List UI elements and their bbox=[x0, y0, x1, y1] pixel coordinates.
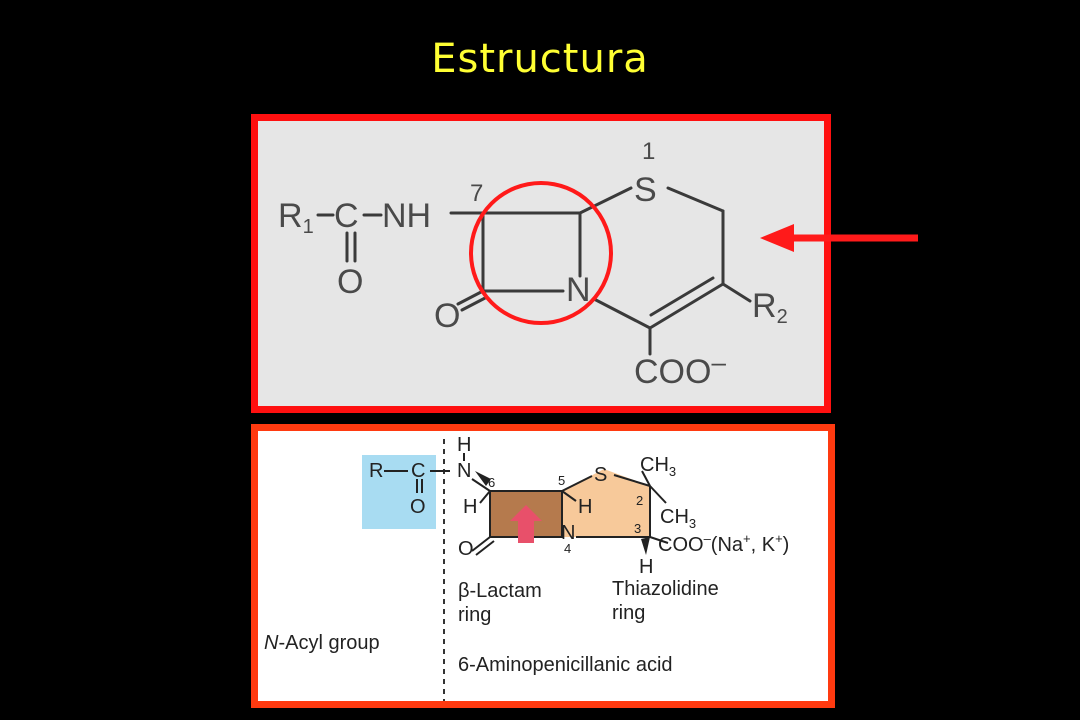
bond-c3-coo bbox=[649, 536, 669, 544]
bond-lactam-co-1 bbox=[471, 536, 491, 552]
penicillin-structure-diagram: R C N H O 6 5 4 3 2 S CH3 CH3 H H N O CO… bbox=[264, 434, 789, 701]
bond-lactam-co-2 bbox=[475, 540, 495, 556]
bond-c3-r2 bbox=[721, 282, 752, 303]
position-7-label: 7 bbox=[470, 180, 483, 207]
bond-c3-c4 bbox=[648, 282, 725, 330]
pointer-arrow bbox=[760, 224, 918, 252]
acyl-c-label: C bbox=[411, 460, 425, 482]
bond-c5-h bbox=[561, 490, 577, 502]
bond-s-c2 bbox=[613, 474, 651, 487]
position-2-label: 2 bbox=[636, 493, 643, 508]
beta-lactam-highlight-circle bbox=[469, 181, 613, 325]
methyl-b-label: CH3 bbox=[660, 506, 696, 531]
thiazolidine-label-line2: ring bbox=[612, 602, 645, 624]
c5-h-label: H bbox=[578, 496, 592, 518]
page-title: Estructura bbox=[431, 36, 649, 82]
bond-c6-h bbox=[479, 490, 491, 504]
arrow-head bbox=[760, 224, 794, 252]
lactam-oxygen-label: O bbox=[434, 297, 460, 335]
lactam-ring-arrow bbox=[510, 505, 542, 543]
methyl-a-label: CH3 bbox=[640, 454, 676, 479]
carbonyl-o-label: O bbox=[337, 263, 363, 301]
thiazolidine-label-line1: Thiazolidine bbox=[612, 578, 719, 600]
bond-c2-ch3a bbox=[641, 470, 651, 487]
carboxylate-salt-label: COO–(Na+, K+) bbox=[658, 531, 789, 556]
bond-c4-n bbox=[592, 297, 652, 330]
bond-c6-s bbox=[578, 186, 633, 215]
penicillin-structure-panel: R C N H O 6 5 4 3 2 S CH3 CH3 H H N O CO… bbox=[251, 424, 835, 708]
stereo-wedge-c6 bbox=[475, 471, 491, 486]
thiazolidine-ring-fill bbox=[562, 469, 650, 537]
position-4-label: 4 bbox=[564, 541, 571, 556]
cephalosporin-structure-diagram: R1 C NH O 7 1 S N O R2 COO– bbox=[278, 138, 788, 391]
amide-n-label: N bbox=[457, 460, 471, 482]
position-6-label: 6 bbox=[488, 475, 495, 490]
bond-c3-c4-double bbox=[649, 276, 715, 317]
bond-s-ch2 bbox=[666, 186, 725, 213]
stereo-wedge-c3 bbox=[641, 537, 650, 555]
acyl-group-highlight bbox=[362, 455, 436, 529]
amide-h-label: H bbox=[457, 434, 471, 456]
cephalosporin-structure-panel: R1 C NH O 7 1 S N O R2 COO– bbox=[251, 114, 831, 413]
aminopenicillanic-acid-label: 6-Aminopenicillanic acid bbox=[458, 654, 673, 676]
position-1-label: 1 bbox=[642, 138, 655, 165]
lactam-co-bond-1 bbox=[456, 289, 485, 306]
lactam-co-bond-2 bbox=[460, 295, 489, 312]
r-label: R bbox=[369, 460, 383, 482]
beta-lactam-label-line2: ring bbox=[458, 604, 491, 626]
position-3-label: 3 bbox=[634, 521, 641, 536]
position-5-label: 5 bbox=[558, 473, 565, 488]
acyl-o-label: O bbox=[410, 496, 426, 518]
nh-label: NH bbox=[382, 197, 431, 235]
beta-lactam-label-line1: β-Lactam bbox=[458, 580, 542, 602]
lactam-o-label: O bbox=[458, 538, 474, 560]
bond-n-c6 bbox=[471, 478, 491, 492]
bond-c2-ch3b bbox=[649, 485, 667, 504]
sulfur-label: S bbox=[634, 171, 657, 209]
carbonyl-c-label: C bbox=[334, 197, 359, 235]
thiazolidine-s-label: S bbox=[594, 464, 607, 486]
bond-c5-s bbox=[561, 475, 593, 492]
r2-label: R2 bbox=[752, 287, 788, 328]
n-acyl-group-label: N-Acyl group bbox=[264, 632, 380, 654]
c3-h-label: H bbox=[639, 556, 653, 578]
c6-h-label: H bbox=[463, 496, 477, 518]
carboxylate-label: COO– bbox=[634, 347, 726, 391]
n4-label: N bbox=[561, 522, 575, 544]
r1-label: R1 bbox=[278, 197, 314, 238]
nitrogen-label: N bbox=[566, 271, 591, 309]
